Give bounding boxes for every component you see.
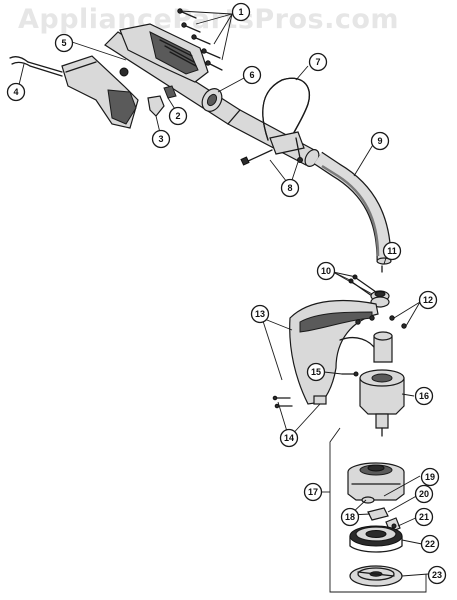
callout-23-label: 23	[432, 570, 442, 580]
trimmer-head-top	[347, 462, 405, 501]
callout-3: 3	[151, 129, 171, 149]
housing-screws	[177, 8, 223, 71]
callout-9: 9	[370, 131, 390, 151]
callout-20: 20	[414, 484, 434, 504]
callout-8-label: 8	[287, 183, 292, 193]
callout-1: 1	[231, 2, 251, 22]
callout-22: 22	[420, 534, 440, 554]
trigger-handle-grip	[61, 55, 139, 129]
callout-2-label: 2	[175, 111, 180, 121]
throttle-cable	[9, 56, 63, 77]
callout-21: 21	[414, 507, 434, 527]
handle-housing-halves	[119, 23, 209, 83]
callout-11-label: 11	[387, 246, 397, 256]
callout-23: 23	[427, 565, 447, 585]
callout-12-label: 12	[423, 295, 433, 305]
callout-3-label: 3	[158, 134, 163, 144]
spool-cover	[349, 565, 403, 587]
callout-1-label: 1	[238, 7, 243, 17]
callout-4-label: 4	[13, 87, 18, 97]
callout-19: 19	[420, 467, 440, 487]
gear-head-housing	[359, 331, 405, 437]
callout-14: 14	[279, 428, 299, 448]
callout-13-label: 13	[255, 309, 265, 319]
callout-8: 8	[280, 178, 300, 198]
callout-13: 13	[250, 304, 270, 324]
callout-9-label: 9	[377, 136, 382, 146]
callout-4: 4	[6, 82, 26, 102]
lower-shaft-curved	[313, 151, 392, 265]
callout-22-label: 22	[425, 539, 435, 549]
callout-12: 12	[418, 290, 438, 310]
callout-18: 18	[340, 507, 360, 527]
callout-10-label: 10	[321, 266, 331, 276]
callout-7: 7	[308, 52, 328, 72]
shield-bolts	[355, 315, 407, 329]
callout-19-label: 19	[425, 472, 435, 482]
assist-handle	[262, 77, 310, 155]
trigger-parts	[119, 67, 177, 117]
callout-6: 6	[242, 65, 262, 85]
assembly-bracket	[329, 427, 427, 593]
housing-screw	[341, 371, 359, 377]
handle-bolts	[240, 137, 303, 166]
callout-6-label: 6	[249, 70, 254, 80]
watermark: AppliancePartsPros.com	[18, 4, 400, 35]
callout-2: 2	[168, 106, 188, 126]
callout-7-label: 7	[315, 57, 320, 67]
callout-10: 10	[316, 261, 336, 281]
callout-14-label: 14	[284, 433, 294, 443]
leader-lines	[17, 10, 429, 577]
callout-11: 11	[382, 241, 402, 261]
callout-15: 15	[306, 362, 326, 382]
callout-17-label: 17	[308, 487, 318, 497]
callout-5-label: 5	[61, 38, 66, 48]
callout-5: 5	[54, 33, 74, 53]
callout-16: 16	[414, 386, 434, 406]
callout-20-label: 20	[419, 489, 429, 499]
trimmer-spool	[349, 525, 403, 553]
shaft-clamp	[201, 88, 223, 112]
callout-17: 17	[303, 482, 323, 502]
callout-16-label: 16	[419, 391, 429, 401]
callout-18-label: 18	[345, 512, 355, 522]
callout-15-label: 15	[311, 367, 321, 377]
callout-21-label: 21	[419, 512, 429, 522]
